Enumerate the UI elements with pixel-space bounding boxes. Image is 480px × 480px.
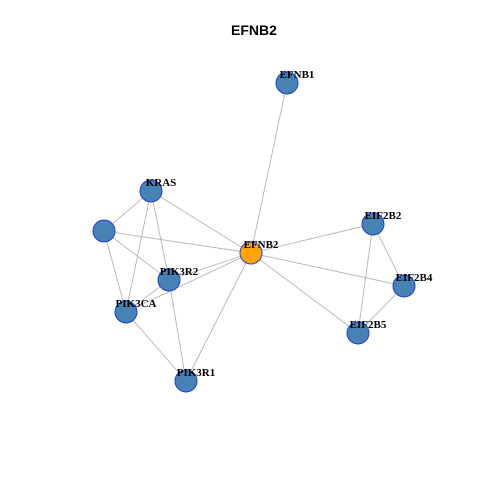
node-label-pik3ca: PIK3CA — [116, 298, 157, 310]
edge-eif2b2-eif2b5 — [357, 223, 374, 334]
node-label-kras: KRAS — [146, 177, 177, 189]
node-label-pik3r1: PIK3R1 — [177, 367, 216, 379]
node-kras — [139, 179, 163, 203]
node-efnb1 — [275, 71, 299, 95]
node-pik3r2 — [157, 268, 181, 292]
node-label-efnb1: EFNB1 — [280, 69, 315, 81]
node-label-efnb2: EFNB2 — [244, 239, 279, 251]
edge-kras-pik3ca — [125, 190, 152, 313]
edge-efnb2-pik3ca — [125, 252, 252, 313]
node-pik3r1 — [174, 369, 198, 393]
node-eif2b5 — [346, 321, 370, 345]
node-label-eif2b2: EIF2B2 — [365, 210, 402, 222]
edge-efnb2-kras — [150, 190, 252, 254]
edge-kras-pik3r2 — [150, 190, 170, 281]
node-label-pik3r2: PIK3R2 — [160, 266, 199, 278]
edge-pik3ca-pik3r1 — [125, 311, 187, 382]
edge-unlabeled-pik3r2 — [103, 230, 170, 281]
edge-pik3r2-pik3r1 — [168, 279, 187, 382]
edge-efnb2-eif2b2 — [250, 223, 374, 254]
edge-eif2b2-eif2b4 — [372, 223, 405, 287]
node-unlabeled — [92, 219, 116, 243]
edge-efnb2-unlabeled — [103, 230, 252, 254]
edge-efnb2-eif2b4 — [250, 252, 405, 287]
node-eif2b4 — [392, 274, 416, 298]
node-eif2b2 — [361, 212, 385, 236]
edge-layer — [103, 82, 405, 382]
node-layer — [92, 71, 416, 393]
node-efnb2 — [239, 241, 263, 265]
graph-title: EFNB2 — [231, 22, 277, 38]
edge-efnb2-eif2b5 — [250, 252, 359, 334]
node-label-eif2b5: EIF2B5 — [350, 319, 387, 331]
edge-efnb2-pik3r1 — [185, 252, 252, 382]
edge-unlabeled-pik3ca — [103, 230, 127, 313]
edge-efnb2-efnb1 — [250, 82, 288, 254]
node-pik3ca — [114, 300, 138, 324]
edge-efnb2-pik3r2 — [168, 252, 252, 281]
node-label-eif2b4: EIF2B4 — [396, 272, 433, 284]
